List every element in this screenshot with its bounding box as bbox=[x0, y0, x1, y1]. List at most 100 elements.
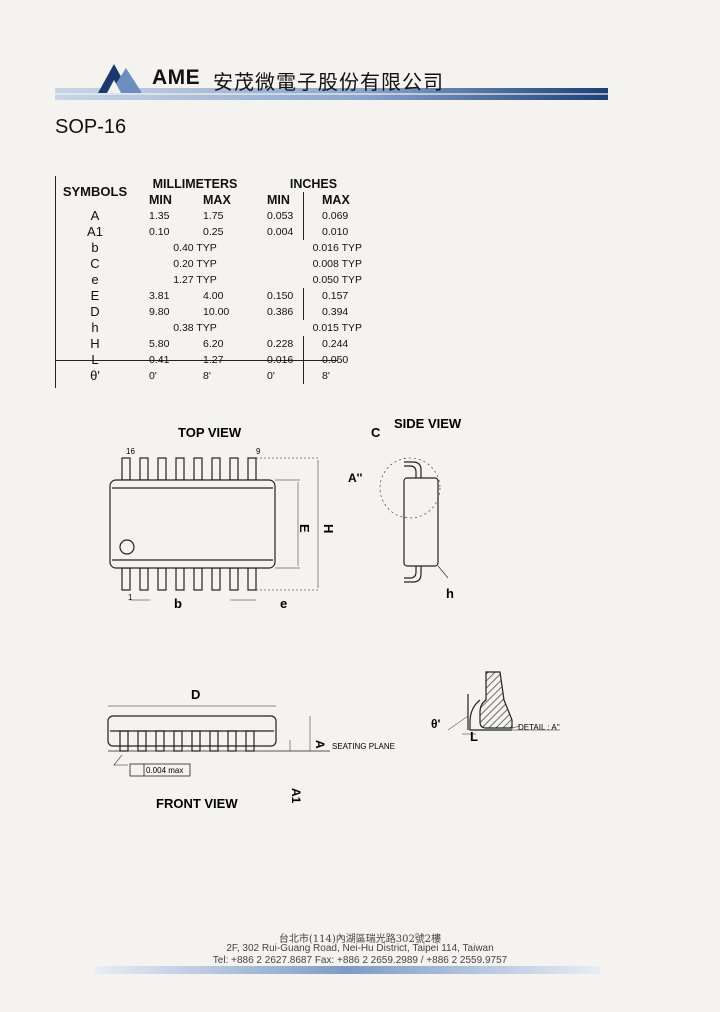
in-typ-cell: 0.008 TYP bbox=[312, 258, 362, 270]
in-typ-cell: 0.015 TYP bbox=[312, 322, 362, 334]
mm-min-cell: 0' bbox=[149, 370, 157, 382]
ame-logo-icon bbox=[98, 64, 142, 93]
mm-max-cell: 0.25 bbox=[203, 226, 224, 238]
footer-contact: Tel: +886 2 2627.8687 Fax: +886 2 2659.2… bbox=[212, 955, 508, 966]
dimension-row: L 0.41 1.27 0.016 0.050 bbox=[55, 352, 372, 368]
mm-min-cell: 5.80 bbox=[149, 338, 170, 350]
dimension-row: C 0.20 TYP 0.008 TYP bbox=[55, 256, 372, 272]
mm-min-cell: 0.41 bbox=[149, 354, 170, 366]
symbols-header: SYMBOLS bbox=[62, 184, 128, 199]
symbol-cell: D bbox=[90, 304, 100, 319]
top-view-label: TOP VIEW bbox=[178, 425, 242, 440]
mm-typ-cell: 0.20 TYP bbox=[173, 258, 217, 270]
mm-min-header: MIN bbox=[149, 193, 172, 207]
symbol-cell: b bbox=[91, 240, 99, 255]
seating-plane-label: SEATING PLANE bbox=[332, 742, 395, 751]
in-max-cell: 0.069 bbox=[303, 208, 372, 224]
label-H: H bbox=[321, 524, 336, 533]
dimension-row: A 1.35 1.75 0.053 0.069 bbox=[55, 208, 372, 224]
label-A1: A1 bbox=[289, 788, 303, 804]
millimeters-header: MILLIMETERS bbox=[152, 177, 238, 191]
mm-min-cell: 3.81 bbox=[149, 290, 170, 302]
front-view-label: FRONT VIEW bbox=[156, 796, 238, 811]
dimensions-table: SYMBOLS MILLIMETERS INCHES MIN MAX MIN M… bbox=[55, 176, 372, 384]
company-name: 安茂微電子股份有限公司 bbox=[213, 70, 444, 94]
dimension-row: H 5.80 6.20 0.228 0.244 bbox=[55, 336, 372, 352]
side-lead-bottom bbox=[404, 566, 422, 583]
mm-max-cell: 1.27 bbox=[203, 354, 224, 366]
footer-address-zh: 台北市(114)內湖區瑞光路302號2樓 bbox=[278, 934, 442, 945]
coplanarity-box bbox=[129, 763, 191, 777]
mm-max-cell: 8' bbox=[203, 370, 211, 382]
package-title: SOP-16 bbox=[55, 116, 127, 138]
symbol-cell: A bbox=[90, 208, 100, 223]
label-h: h bbox=[446, 586, 454, 601]
detail-label: DETAIL : A'' bbox=[518, 723, 560, 732]
coplanarity-label: 0.004 max bbox=[146, 766, 183, 775]
in-min-cell: 0.053 bbox=[267, 210, 294, 222]
symbol-cell: θ' bbox=[90, 368, 100, 383]
in-max-header: MAX bbox=[303, 192, 372, 208]
dimension-row: h 0.38 TYP 0.015 TYP bbox=[55, 320, 372, 336]
in-max-cell: 0.010 bbox=[303, 224, 372, 240]
in-min-cell: 0.016 bbox=[267, 354, 294, 366]
in-min-header: MIN bbox=[267, 193, 290, 207]
symbol-cell: h bbox=[91, 320, 99, 335]
mm-max-cell: 1.75 bbox=[203, 210, 224, 222]
label-E: E bbox=[297, 524, 312, 533]
mm-typ-cell: 0.40 TYP bbox=[173, 242, 217, 254]
in-min-cell: 0.228 bbox=[267, 338, 294, 350]
label-b: b bbox=[174, 596, 182, 611]
mm-min-cell: 0.10 bbox=[149, 226, 170, 238]
footer-address-en: 2F, 302 Rui-Guang Road, Nei-Hu District,… bbox=[226, 943, 494, 954]
theta-label: θ' bbox=[431, 717, 440, 731]
pin1-marker bbox=[119, 539, 135, 555]
label-A-detail: A'' bbox=[348, 471, 363, 485]
table-divider bbox=[55, 360, 338, 361]
front-view-leads bbox=[119, 730, 255, 752]
mm-min-cell: 1.35 bbox=[149, 210, 170, 222]
mm-max-cell: 10.00 bbox=[203, 306, 230, 318]
package-drawings: TOP VIEW SIDE VIEW FRONT VIEW 16 9 1 b e… bbox=[107, 416, 560, 811]
pin9-label: 9 bbox=[256, 447, 261, 456]
table-left-border bbox=[55, 176, 56, 388]
symbol-cell: A1 bbox=[87, 224, 103, 239]
symbol-cell: e bbox=[91, 272, 99, 287]
label-e: e bbox=[280, 596, 287, 611]
symbol-cell: C bbox=[90, 256, 100, 271]
pin1-label: 1 bbox=[128, 593, 133, 602]
in-min-cell: 0.150 bbox=[267, 290, 294, 302]
in-min-cell: 0' bbox=[267, 370, 275, 382]
label-L: L bbox=[470, 729, 478, 744]
in-max-cell: 8' bbox=[303, 368, 372, 384]
dimension-row: θ' 0' 8' 0' 8' bbox=[55, 368, 372, 384]
mm-max-cell: 6.20 bbox=[203, 338, 224, 350]
mm-min-cell: 9.80 bbox=[149, 306, 170, 318]
header-bar bbox=[55, 88, 608, 100]
in-min-cell: 0.386 bbox=[267, 306, 294, 318]
in-max-cell: 0.244 bbox=[303, 336, 372, 352]
in-max-cell: 0.394 bbox=[303, 304, 372, 320]
dimension-row: D 9.80 10.00 0.386 0.394 bbox=[55, 304, 372, 320]
in-min-cell: 0.004 bbox=[267, 226, 294, 238]
symbol-cell: L bbox=[91, 352, 99, 367]
top-view-body bbox=[109, 479, 276, 569]
mm-max-header: MAX bbox=[203, 193, 231, 207]
in-max-cell: 0.050 bbox=[303, 352, 372, 368]
symbol-cell: H bbox=[90, 336, 100, 351]
dimension-row: A1 0.10 0.25 0.004 0.010 bbox=[55, 224, 372, 240]
side-lead-top bbox=[404, 461, 422, 478]
label-A: A bbox=[313, 740, 327, 749]
mm-typ-cell: 1.27 TYP bbox=[173, 274, 217, 286]
footer-bar bbox=[95, 966, 600, 974]
side-view-body bbox=[403, 477, 439, 567]
detail-a-drawing bbox=[447, 671, 560, 735]
side-view-label: SIDE VIEW bbox=[394, 416, 462, 431]
mm-typ-cell: 0.38 TYP bbox=[173, 322, 217, 334]
pin16-label: 16 bbox=[126, 447, 135, 456]
symbol-cell: E bbox=[90, 288, 100, 303]
